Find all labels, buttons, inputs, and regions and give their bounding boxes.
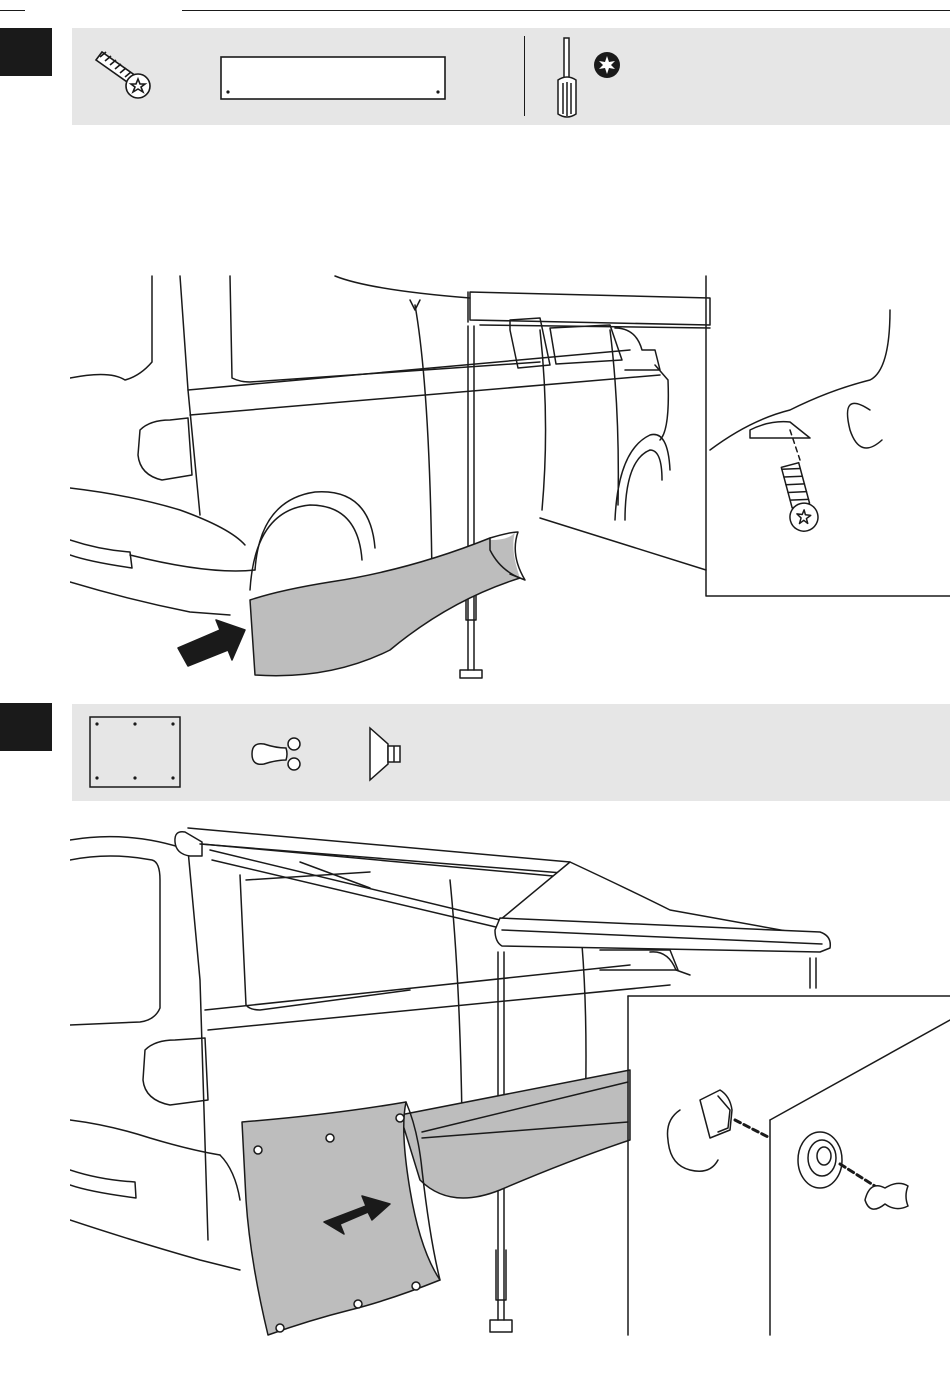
step-1-parts-panel [72, 28, 950, 125]
step-1-marker [0, 28, 52, 76]
step-2-marker [0, 703, 52, 751]
fabric-panel-icon [89, 716, 183, 790]
torx-screw-icon [88, 48, 158, 108]
toggle-fastener-icon [248, 734, 308, 774]
header-rule-short [0, 10, 25, 11]
parts-tools-divider [524, 36, 525, 116]
mounting-rail-strip-icon [220, 56, 448, 102]
suction-cup-icon [366, 726, 410, 782]
step-1-illustration [70, 270, 950, 690]
header-rule-long [182, 10, 950, 11]
step-2-parts-panel [72, 704, 950, 801]
step-2-illustration [70, 820, 950, 1350]
screwdriver-icon [554, 36, 580, 120]
torx-bit-icon [592, 50, 622, 80]
